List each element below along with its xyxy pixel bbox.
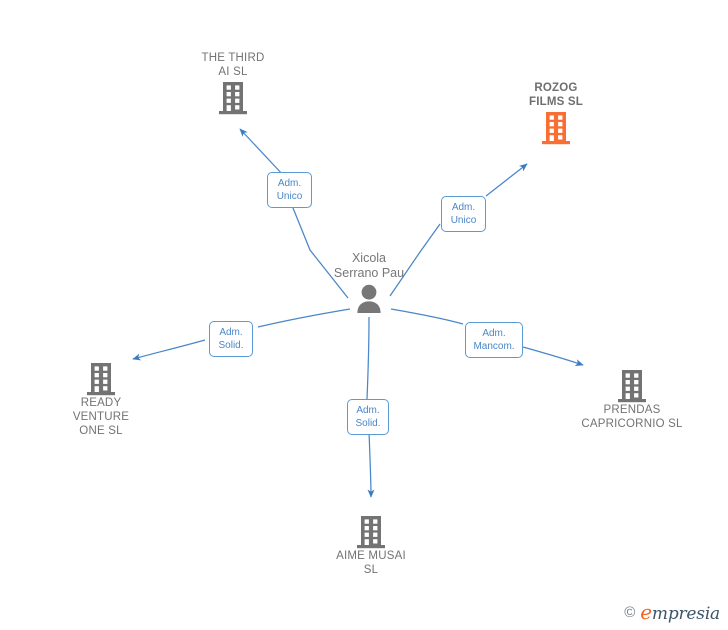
company-label-prendas-capricornio: PRENDAS CAPRICORNIO SL xyxy=(581,404,683,430)
company-node-aime-musai[interactable]: AIME MUSAI SL xyxy=(301,513,441,577)
person-icon xyxy=(357,284,381,313)
company-label-ready-venture-one: READY VENTURE ONE SL xyxy=(72,397,130,437)
company-node-the-third-ai[interactable]: THE THIRD AI SL xyxy=(163,50,303,118)
company-node-ready-venture-one[interactable]: READY VENTURE ONE SL xyxy=(31,360,171,438)
company-label-aime-musai: AIME MUSAI SL xyxy=(336,550,406,576)
edge-to-aime-musai xyxy=(366,316,375,498)
empresia-wordmark: empresia xyxy=(640,602,720,623)
edge-label-ready-venture-one[interactable]: Adm. Solid. xyxy=(209,321,253,357)
person-label: Xicola Serrano Pau xyxy=(333,251,405,280)
company-label-rozog-films: ROZOG FILMS SL xyxy=(529,82,583,108)
edge-to-rozog-films xyxy=(389,163,528,297)
wordmark-rest: mpresia xyxy=(651,604,720,624)
edge-label-the-third-ai[interactable]: Adm. Unico xyxy=(267,172,312,208)
building-icon xyxy=(87,363,115,396)
edge-label-aime-musai[interactable]: Adm. Solid. xyxy=(347,399,389,435)
company-node-rozog-films[interactable]: ROZOG FILMS SL xyxy=(486,80,626,148)
company-node-prendas-capricornio[interactable]: PRENDAS CAPRICORNIO SL xyxy=(562,367,702,431)
building-icon xyxy=(542,112,570,145)
wordmark-initial: e xyxy=(640,600,652,624)
edge-label-rozog-films[interactable]: Adm. Unico xyxy=(441,196,486,232)
empresia-watermark: © empresia xyxy=(624,602,720,623)
building-icon xyxy=(618,370,646,403)
company-label-the-third-ai: THE THIRD AI SL xyxy=(201,52,265,78)
copyright-icon: © xyxy=(624,604,636,621)
building-icon xyxy=(219,82,247,115)
edge-label-prendas-capricornio[interactable]: Adm. Mancom. xyxy=(465,322,523,358)
edge-to-ready-venture-one xyxy=(132,308,351,361)
edge-to-prendas-capricornio xyxy=(390,308,584,366)
edge-to-the-third-ai xyxy=(239,128,349,299)
building-icon xyxy=(357,516,385,549)
person-node-xicola-serrano-pau[interactable]: Xicola Serrano Pau xyxy=(299,250,439,316)
